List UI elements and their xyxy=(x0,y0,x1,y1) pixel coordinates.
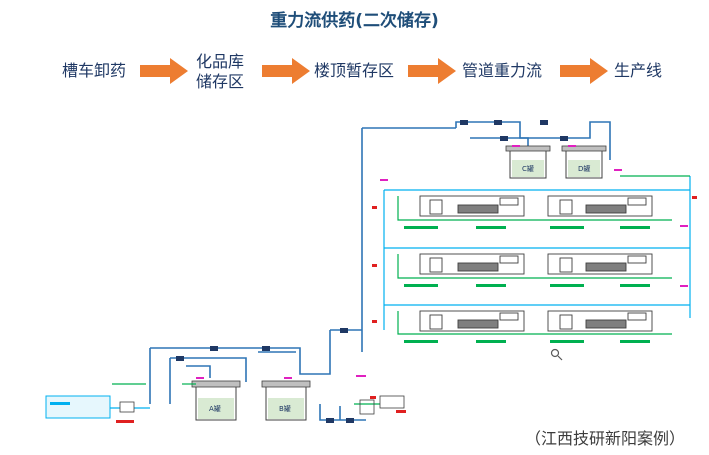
tank-d-label: D罐 xyxy=(578,164,590,173)
tank-c: C罐 xyxy=(505,145,551,179)
tank-d: D罐 xyxy=(561,145,607,179)
flow-arrow-2 xyxy=(262,58,310,84)
flow-step-label: 生产线 xyxy=(614,61,663,80)
tank-b: B罐 xyxy=(261,380,311,421)
case-caption: （江西技研新阳案例） xyxy=(524,429,685,448)
rooftop-valves xyxy=(340,120,568,333)
ground-magenta-markers xyxy=(196,375,366,379)
ground-equipment xyxy=(359,395,405,415)
page-title: 重力流供药(二次储存) xyxy=(270,11,439,31)
flow-step-label-line2: 储存区 xyxy=(196,72,245,91)
tank-c-label: C罐 xyxy=(522,164,534,173)
tank-b-label: B罐 xyxy=(279,404,291,413)
tanker-unloading-area xyxy=(45,395,150,419)
flow-step-label: 槽车卸药 xyxy=(62,61,127,80)
flow-step-chem-warehouse: 化品库 储存区 xyxy=(196,52,244,92)
zoom-icon[interactable] xyxy=(550,348,563,361)
production-red-markers xyxy=(372,196,697,323)
flow-step-production-line: 生产线 xyxy=(614,61,662,81)
flow-step-label: 管道重力流 xyxy=(462,61,543,80)
ground-green-lines xyxy=(112,383,380,405)
production-distribution xyxy=(383,176,691,330)
flow-arrow-1 xyxy=(140,58,188,84)
flow-step-rooftop-storage: 楼顶暂存区 xyxy=(314,61,394,81)
production-row-2 xyxy=(419,253,653,275)
flow-step-tanker-unload: 槽车卸药 xyxy=(62,61,126,81)
flow-arrow-3 xyxy=(408,58,456,84)
flow-arrow-4 xyxy=(560,58,608,84)
production-row-3 xyxy=(419,310,653,332)
magenta-markers xyxy=(380,145,688,287)
production-row-1 xyxy=(419,195,653,217)
production-green-tags xyxy=(404,226,650,343)
flow-step-label: 楼顶暂存区 xyxy=(314,61,395,80)
production-line-units xyxy=(419,195,653,332)
tank-a: A罐 xyxy=(191,380,241,421)
production-green-pipes xyxy=(397,175,690,335)
ground-valves xyxy=(176,346,354,423)
tank-a-label: A罐 xyxy=(209,404,221,413)
flow-step-label-line1: 化品库 xyxy=(196,52,245,71)
flow-step-gravity-pipe: 管道重力流 xyxy=(462,61,542,81)
ground-pipe-network xyxy=(149,347,366,421)
ground-red-markers xyxy=(116,396,406,423)
